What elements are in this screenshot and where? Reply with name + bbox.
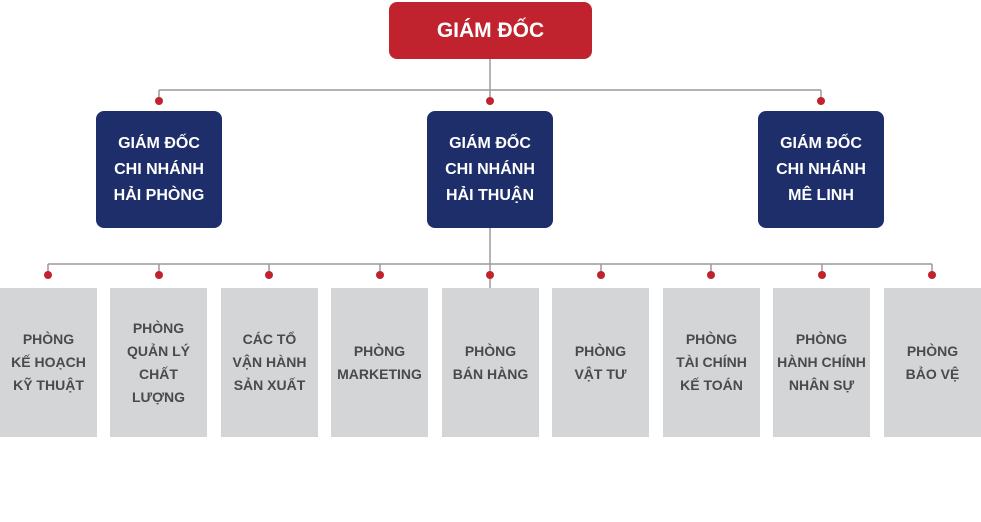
connector-dot [818,271,826,279]
connector-dot [486,271,494,279]
connector-dot [376,271,384,279]
branch-box-hai-thuan: GIÁM ĐỐC CHI NHÁNH HẢI THUẬN [427,111,553,228]
director-label: GIÁM ĐỐC [436,18,545,42]
connector-dot [155,97,163,105]
branch-label: GIÁM ĐỐC CHI NHÁNH HẢI PHÒNG [113,134,205,204]
connector-dot [707,271,715,279]
department-label: PHÒNG HÀNH CHÍNH NHÂN SỰ [777,331,866,393]
department-label: PHÒNG BẢO VỆ [905,342,960,382]
department-label: PHÒNG KẾ HOẠCH KỸ THUẬT [11,331,86,393]
branch-label: GIÁM ĐỐC CHI NHÁNH MÊ LINH [776,134,866,204]
connector-dot [265,271,273,279]
department-label: CÁC TỔ VẬN HÀNH SẢN XUẤT [232,331,307,393]
connector-dot [817,97,825,105]
department-box-ban-hang: PHÒNG BÁN HÀNG [442,288,539,437]
department-label: PHÒNG MARKETING [337,342,422,382]
connector-dot [486,97,494,105]
branch-label: GIÁM ĐỐC CHI NHÁNH HẢI THUẬN [445,134,535,204]
department-box-hanh-chinh-nhan-su: PHÒNG HÀNH CHÍNH NHÂN SỰ [773,288,870,437]
department-box-marketing: PHÒNG MARKETING [331,288,428,437]
connector-dot [155,271,163,279]
department-label: PHÒNG QUẢN LÝ CHẤT LƯỢNG [127,319,190,405]
department-box-van-hanh-san-xuat: CÁC TỔ VẬN HÀNH SẢN XUẤT [221,288,318,437]
department-label: PHÒNG TÀI CHÍNH KẾ TOÁN [676,331,747,393]
connector-dot [597,271,605,279]
connector-dot [44,271,52,279]
department-label: PHÒNG BÁN HÀNG [452,342,529,382]
department-box-tai-chinh-ke-toan: PHÒNG TÀI CHÍNH KẾ TOÁN [663,288,760,437]
department-box-bao-ve: PHÒNG BẢO VỆ [884,288,981,437]
branch-box-hai-phong: GIÁM ĐỐC CHI NHÁNH HẢI PHÒNG [96,111,222,228]
department-box-vat-tu: PHÒNG VẬT TƯ [552,288,649,437]
director-box: GIÁM ĐỐC [389,2,592,59]
connector-dot [928,271,936,279]
department-box-quan-ly-chat-luong: PHÒNG QUẢN LÝ CHẤT LƯỢNG [110,288,207,437]
department-box-ke-hoach-ky-thuat: PHÒNG KẾ HOẠCH KỸ THUẬT [0,288,97,437]
department-label: PHÒNG VẬT TƯ [574,342,627,382]
branch-box-me-linh: GIÁM ĐỐC CHI NHÁNH MÊ LINH [758,111,884,228]
